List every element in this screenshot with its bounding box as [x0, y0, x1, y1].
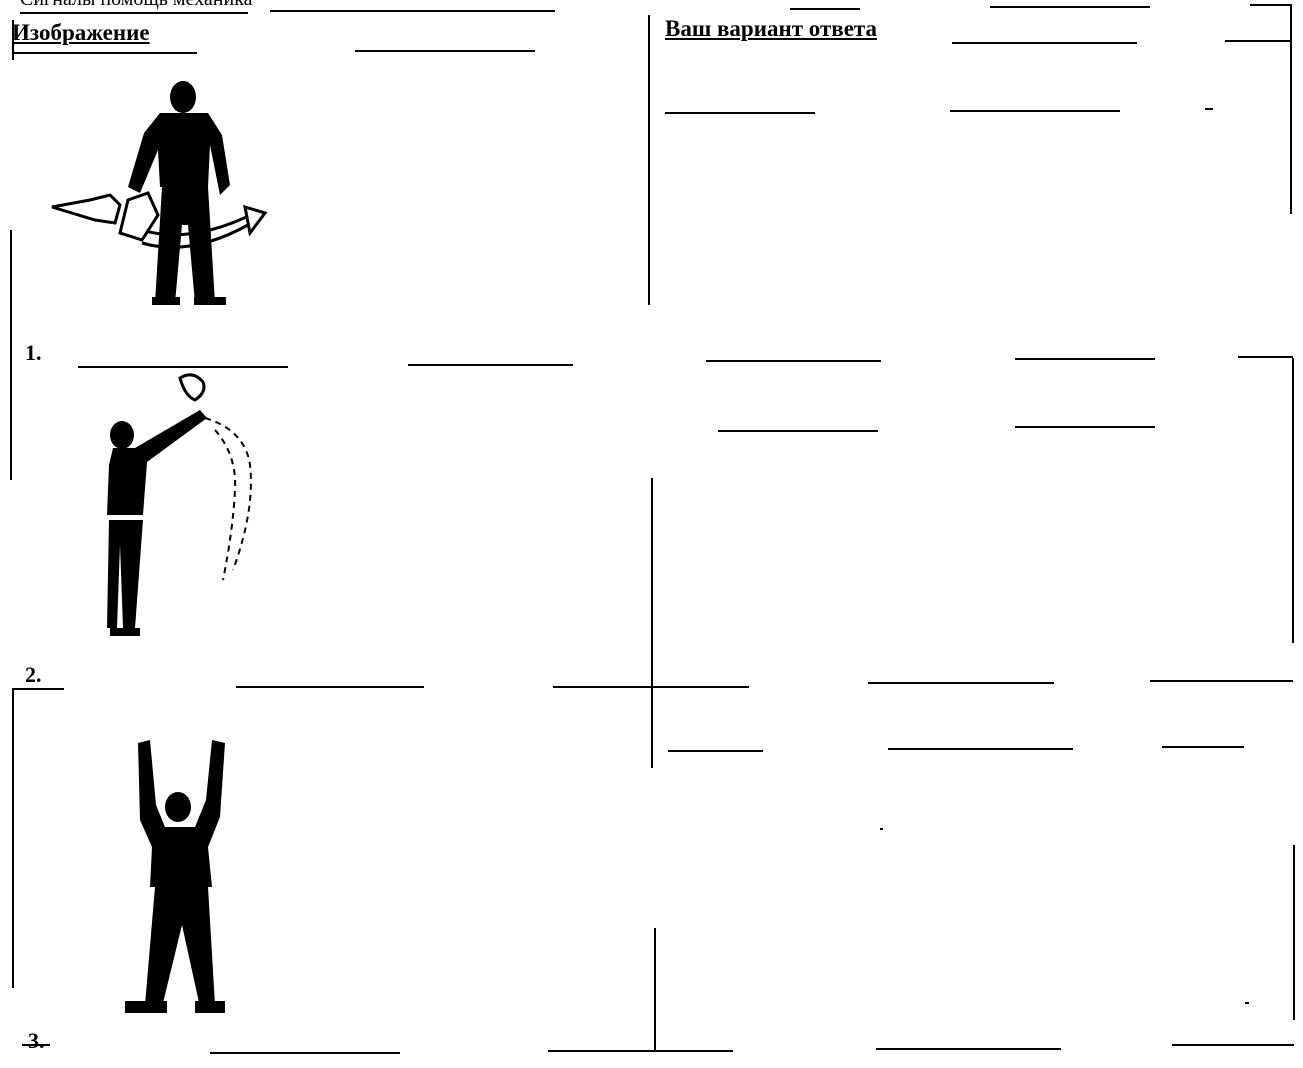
row-number-1: 1. — [25, 342, 42, 364]
signal-wave-arm-figure-icon — [95, 370, 275, 645]
answer-column-header: Ваш вариант ответа — [665, 16, 877, 42]
signal-swing-flag-figure-icon — [40, 75, 280, 315]
cut-off-caption: Сигналы помощь механика — [20, 0, 253, 10]
row-number-3: 3. — [28, 1030, 45, 1052]
row-number-2: 2. — [25, 664, 42, 686]
signal-arms-raised-figure-icon — [120, 735, 240, 1025]
image-column-header: Изображение — [12, 20, 150, 46]
